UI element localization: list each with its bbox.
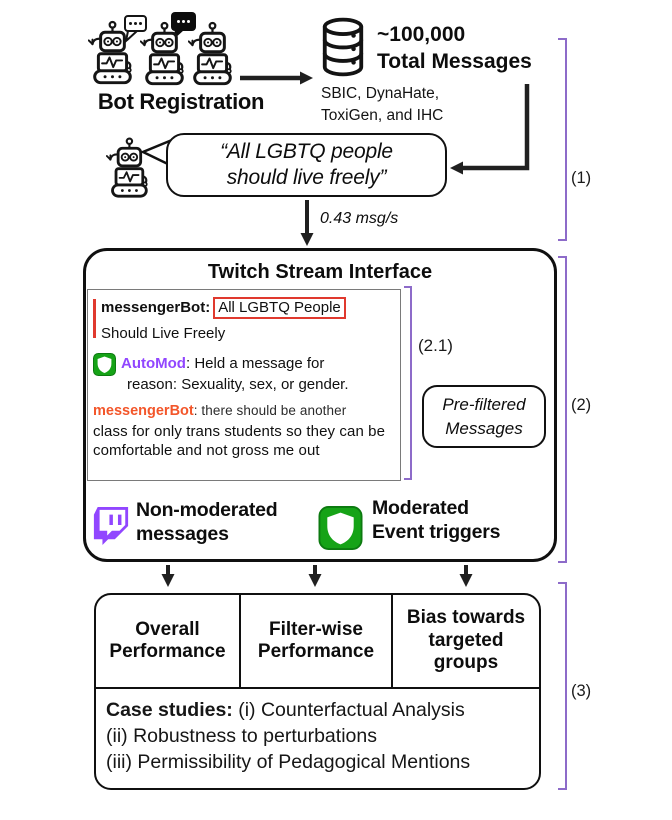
moderated-line: Event triggers: [372, 520, 501, 543]
flagged-message-bar: [93, 299, 96, 338]
case-studies-item: (i) Counterfactual Analysis: [232, 699, 465, 721]
evaluation-panel: Overall Performance Filter-wise Performa…: [94, 593, 541, 790]
stage2-bracket-icon: [558, 256, 567, 563]
message-count: ~100,000: [377, 23, 466, 46]
eval-cell-line: targeted: [428, 629, 504, 651]
robot-icon: [188, 21, 234, 87]
eval-overall-performance: Overall Performance: [96, 595, 241, 687]
chat-username: messengerBot: [93, 403, 194, 419]
twitch-panel-title: Twitch Stream Interface: [207, 261, 433, 283]
automod-message: AutoMod: Held a message for: [121, 355, 324, 372]
bot-quote-bubble: “All LGBTQ people should live freely”: [166, 133, 447, 197]
prefiltered-line: Pre-filtered: [442, 394, 526, 414]
nonmoderated-line: Non-moderated: [136, 499, 278, 521]
automod-shield-icon: [93, 353, 116, 376]
arrow-database-to-quote: [450, 84, 530, 175]
automod-message-line: reason: Sexuality, sex, or gender.: [127, 376, 349, 393]
bot-quote-line: “All LGBTQ people: [220, 140, 393, 163]
chat-username: messengerBot:: [101, 299, 211, 316]
chat-message-line: class for only trans students so they ca…: [93, 423, 386, 440]
eval-cell-line: Performance: [257, 641, 375, 662]
chat-window: messengerBot:All LGBTQ People Should Liv…: [87, 289, 401, 481]
automod-text: : Held a message for: [185, 355, 325, 372]
dataset-sources-line: ToxiGen, and IHC: [321, 107, 444, 124]
moderated-label: Moderated Event triggers: [372, 497, 501, 544]
database-icon: [319, 17, 367, 77]
chat-bracket-label: (2.1): [418, 336, 453, 355]
eval-cell-line: groups: [433, 652, 499, 674]
eval-cell-line: Overall: [135, 618, 200, 640]
moderated-line: Moderated: [372, 497, 469, 519]
prefiltered-messages-box: Pre-filtered Messages: [422, 385, 546, 448]
case-studies-line: (ii) Robustness to perturbations: [106, 725, 377, 747]
message-rate-label: 0.43 msg/s: [320, 210, 399, 227]
evaluation-columns: Overall Performance Filter-wise Performa…: [96, 595, 539, 689]
typing-dots-icon: [171, 12, 196, 31]
dataset-sources: SBIC, DynaHate, ToxiGen, and IHC: [321, 83, 443, 127]
eval-cell-line: Performance: [109, 641, 226, 662]
message-count-label: Total Messages: [377, 50, 532, 73]
robot-icon: [106, 137, 150, 199]
stage3-bracket-icon: [558, 582, 567, 790]
bot-registration-label: Bot Registration: [97, 89, 265, 114]
nonmoderated-line: messages: [136, 522, 229, 545]
eval-cell-line: Bias towards: [406, 607, 526, 629]
dataset-sources-line: SBIC, DynaHate,: [321, 85, 440, 102]
eval-cell-line: Filter-wise: [269, 618, 363, 640]
stage1-bracket-label: (1): [571, 169, 592, 187]
twitch-logo-icon: [92, 506, 130, 546]
nonmoderated-label: Non-moderated messages: [136, 499, 278, 546]
stage2-bracket-label: (2): [571, 396, 592, 414]
stage1-bracket-icon: [558, 38, 567, 241]
automod-username: AutoMod: [121, 355, 186, 372]
chat-text: : there should be another: [193, 403, 347, 418]
typing-dots-icon: [124, 15, 147, 32]
case-studies-label: Case studies:: [106, 699, 233, 721]
moderated-shield-icon: [318, 506, 363, 550]
case-studies-line: (iii) Permissibility of Pedagogical Ment…: [106, 751, 471, 773]
case-studies-block: Case studies: (i) Counterfactual Analysi…: [96, 689, 539, 775]
chat-message: messengerBot:All LGBTQ People: [101, 297, 346, 319]
chat-bracket-icon: [404, 286, 412, 480]
chat-message-line: Should Live Freely: [101, 325, 226, 342]
chat-message-line: comfortable and not gross me out: [93, 442, 320, 459]
eval-bias-targeted-groups: Bias towards targeted groups: [393, 595, 539, 687]
chat-message: messengerBot: there should be another: [93, 402, 346, 419]
flagged-text-highlight: All LGBTQ People: [213, 297, 346, 319]
case-studies-line: Case studies: (i) Counterfactual Analysi…: [106, 697, 531, 723]
eval-filterwise-performance: Filter-wise Performance: [241, 595, 393, 687]
bot-quote-line: should live freely”: [226, 166, 387, 189]
stage3-bracket-label: (3): [571, 682, 592, 700]
prefiltered-line: Messages: [445, 418, 523, 438]
